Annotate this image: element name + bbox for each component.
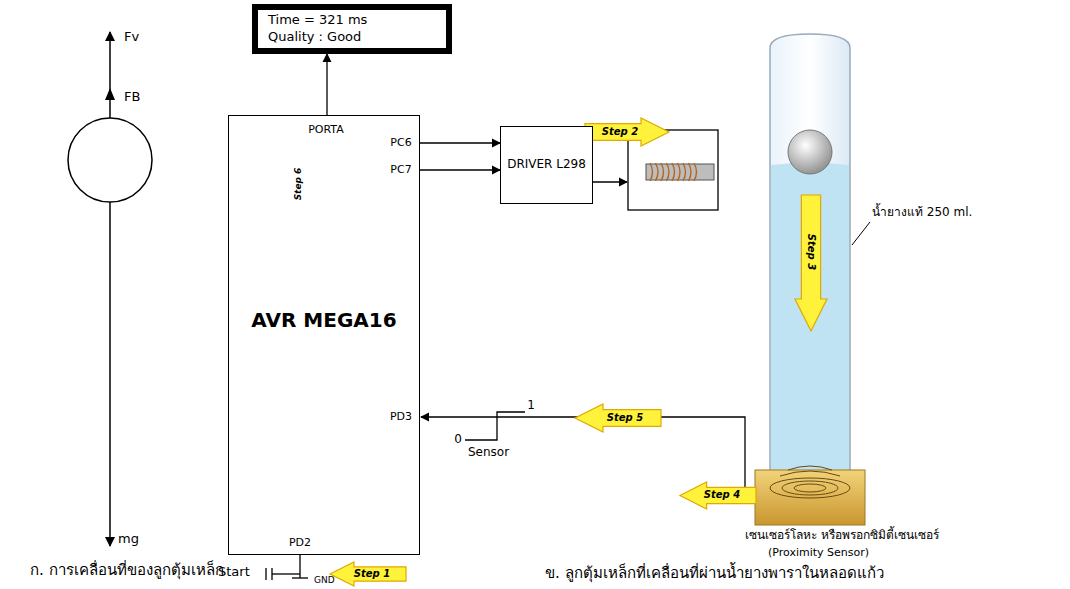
text-label: Fv [124,30,139,45]
solenoid-coil [650,163,697,181]
step-label: Step 5 [607,412,643,424]
text-label: 0 [454,433,462,447]
step-label: Step 3 [805,234,817,270]
box-title: AVR MEGA16 [251,307,396,333]
text-label: mg [118,532,139,547]
driver-box: DRIVER L298 [500,126,593,204]
figure-caption: ข. ลูกตุ้มเหล็กที่เคลื่อนที่ผ่านน้ำยางพา… [545,565,884,582]
text-label: เซนเซอร์โลหะ หรือพรอกซิมิตี้เซนเซอร์ [745,529,939,543]
step-arrow [795,195,827,331]
step-label: Step 1 [354,568,390,580]
step-arrow [585,118,669,146]
start-switch [266,555,308,580]
free-body [68,32,152,546]
microcontroller-box: AVR MEGA16 [228,115,420,555]
display-text: Quality : Good [268,29,361,46]
box-title: DRIVER L298 [507,157,586,173]
display-text: Time = 321 ms [268,12,367,29]
text-label: GND [314,575,335,585]
signal-wire [326,54,327,115]
signal-wire [420,169,500,170]
step-label: Step 6 [293,168,303,201]
text-label: Start [218,565,250,580]
text-label: 1 [527,399,535,413]
figure-caption: ก. การเคลื่อนที่ของลูกตุ้มเหล็ก [30,562,224,579]
latex [771,163,849,480]
step-arrow [680,482,756,509]
text-label: FB [124,90,140,105]
signal-wire [420,142,500,143]
glass-tube [770,34,850,480]
text-label: PORTA [308,124,344,137]
text-label: PC6 [390,137,411,150]
text-label: Sensor [468,446,509,460]
text-label: (Proximity Sensor) [768,547,869,560]
step-label: Step 2 [602,126,638,138]
steel-ball [788,130,832,174]
text-label: PD3 [390,411,412,424]
step-arrow [575,404,661,432]
proximity-sensor [755,470,865,525]
lcd-display: Time = 321 msQuality : Good [252,4,452,54]
text-label: PC7 [390,164,411,177]
step-label: Step 4 [704,489,740,501]
text-label: PD2 [289,537,311,550]
text-label: น้ำยางแท้ 250 ml. [872,206,972,220]
step-arrow [330,562,406,586]
